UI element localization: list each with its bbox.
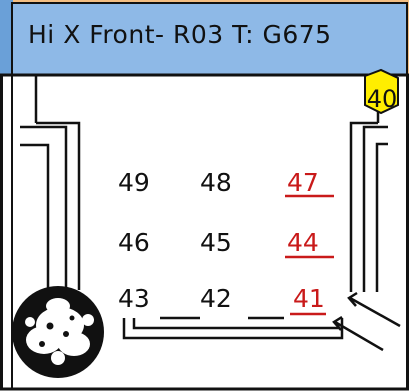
hexagon-badge-icon — [364, 68, 399, 115]
pointer-arrows-icon — [332, 291, 401, 352]
unit-label-highlighted: 47 — [287, 168, 319, 197]
header-box — [11, 2, 408, 76]
unit-label: 42 — [200, 284, 232, 313]
unit-label: 46 — [118, 228, 150, 257]
unit-label: 45 — [200, 228, 232, 257]
unit-label: 49 — [118, 168, 150, 197]
gobo-pattern-icon — [12, 286, 104, 378]
wall-lines — [20, 75, 388, 340]
page-title: Hi X Front- R03 T: G675 — [28, 20, 332, 49]
highlight-underlines — [285, 194, 334, 316]
unit-label-highlighted: 44 — [287, 228, 319, 257]
unit-label: 48 — [200, 168, 232, 197]
header-accent — [0, 0, 13, 75]
unit-label: 43 — [118, 284, 150, 313]
hexagon-badge-label: 40 — [366, 85, 398, 113]
unit-label-highlighted: 41 — [293, 284, 325, 313]
